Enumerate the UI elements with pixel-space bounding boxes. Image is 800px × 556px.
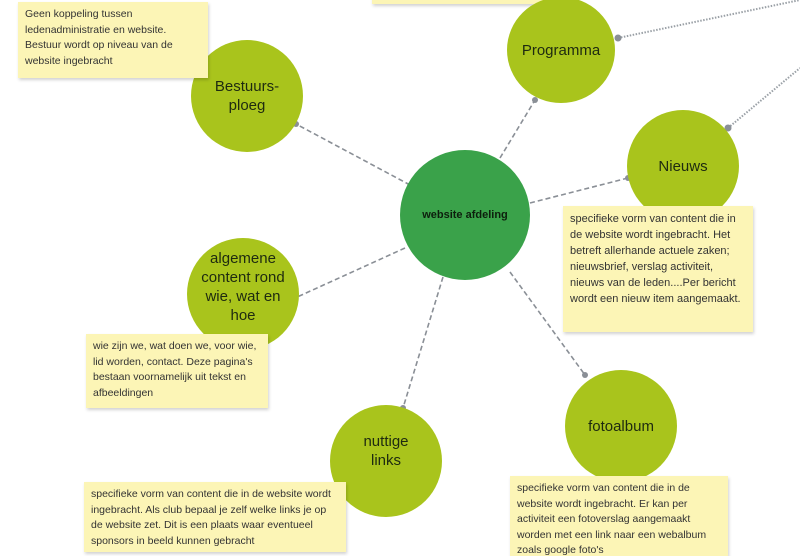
node-label: Nieuws [658, 157, 708, 175]
connector-programma-offscreen [617, 0, 800, 39]
connector-bestuursploeg [295, 123, 411, 186]
connector-nuttige-links [402, 276, 444, 409]
node-nieuws[interactable]: Nieuws [627, 110, 739, 222]
node-label: fotoalbum [588, 417, 654, 435]
note-algemene-content: wie zijn we, wat doen we, voor wie, lid … [86, 334, 268, 408]
note-nuttige-links: specifieke vorm van content die in de we… [84, 482, 346, 552]
node-center-website-afdeling[interactable]: website afdeling [400, 150, 530, 280]
note-nieuws: specifieke vorm van content die in de we… [563, 206, 753, 332]
note-bestuursploeg: Geen koppeling tussen ledenadministratie… [18, 2, 208, 78]
node-fotoalbum[interactable]: fotoalbum [565, 370, 677, 482]
connector-nieuws [529, 177, 629, 204]
node-label: nuttige links [363, 433, 409, 469]
node-programma[interactable]: Programma [507, 0, 615, 103]
connector-programma [499, 99, 536, 159]
connector-algemene [294, 247, 406, 299]
note-top-partial [372, 0, 577, 4]
connector-nieuws-offscreen [727, 67, 800, 129]
node-nuttige-links[interactable]: nuttige links [330, 405, 442, 517]
node-algemene-content[interactable]: algemene content rond wie, wat en hoe [187, 238, 299, 350]
connector-fotoalbum [509, 271, 586, 376]
node-label: Bestuurs- ploeg [214, 78, 280, 114]
node-label: Programma [521, 41, 601, 59]
note-fotoalbum: specifieke vorm van content die in de we… [510, 476, 728, 556]
node-bestuursploeg[interactable]: Bestuurs- ploeg [191, 40, 303, 152]
node-label: algemene content rond wie, wat en hoe [201, 250, 285, 324]
node-label: website afdeling [422, 208, 508, 221]
